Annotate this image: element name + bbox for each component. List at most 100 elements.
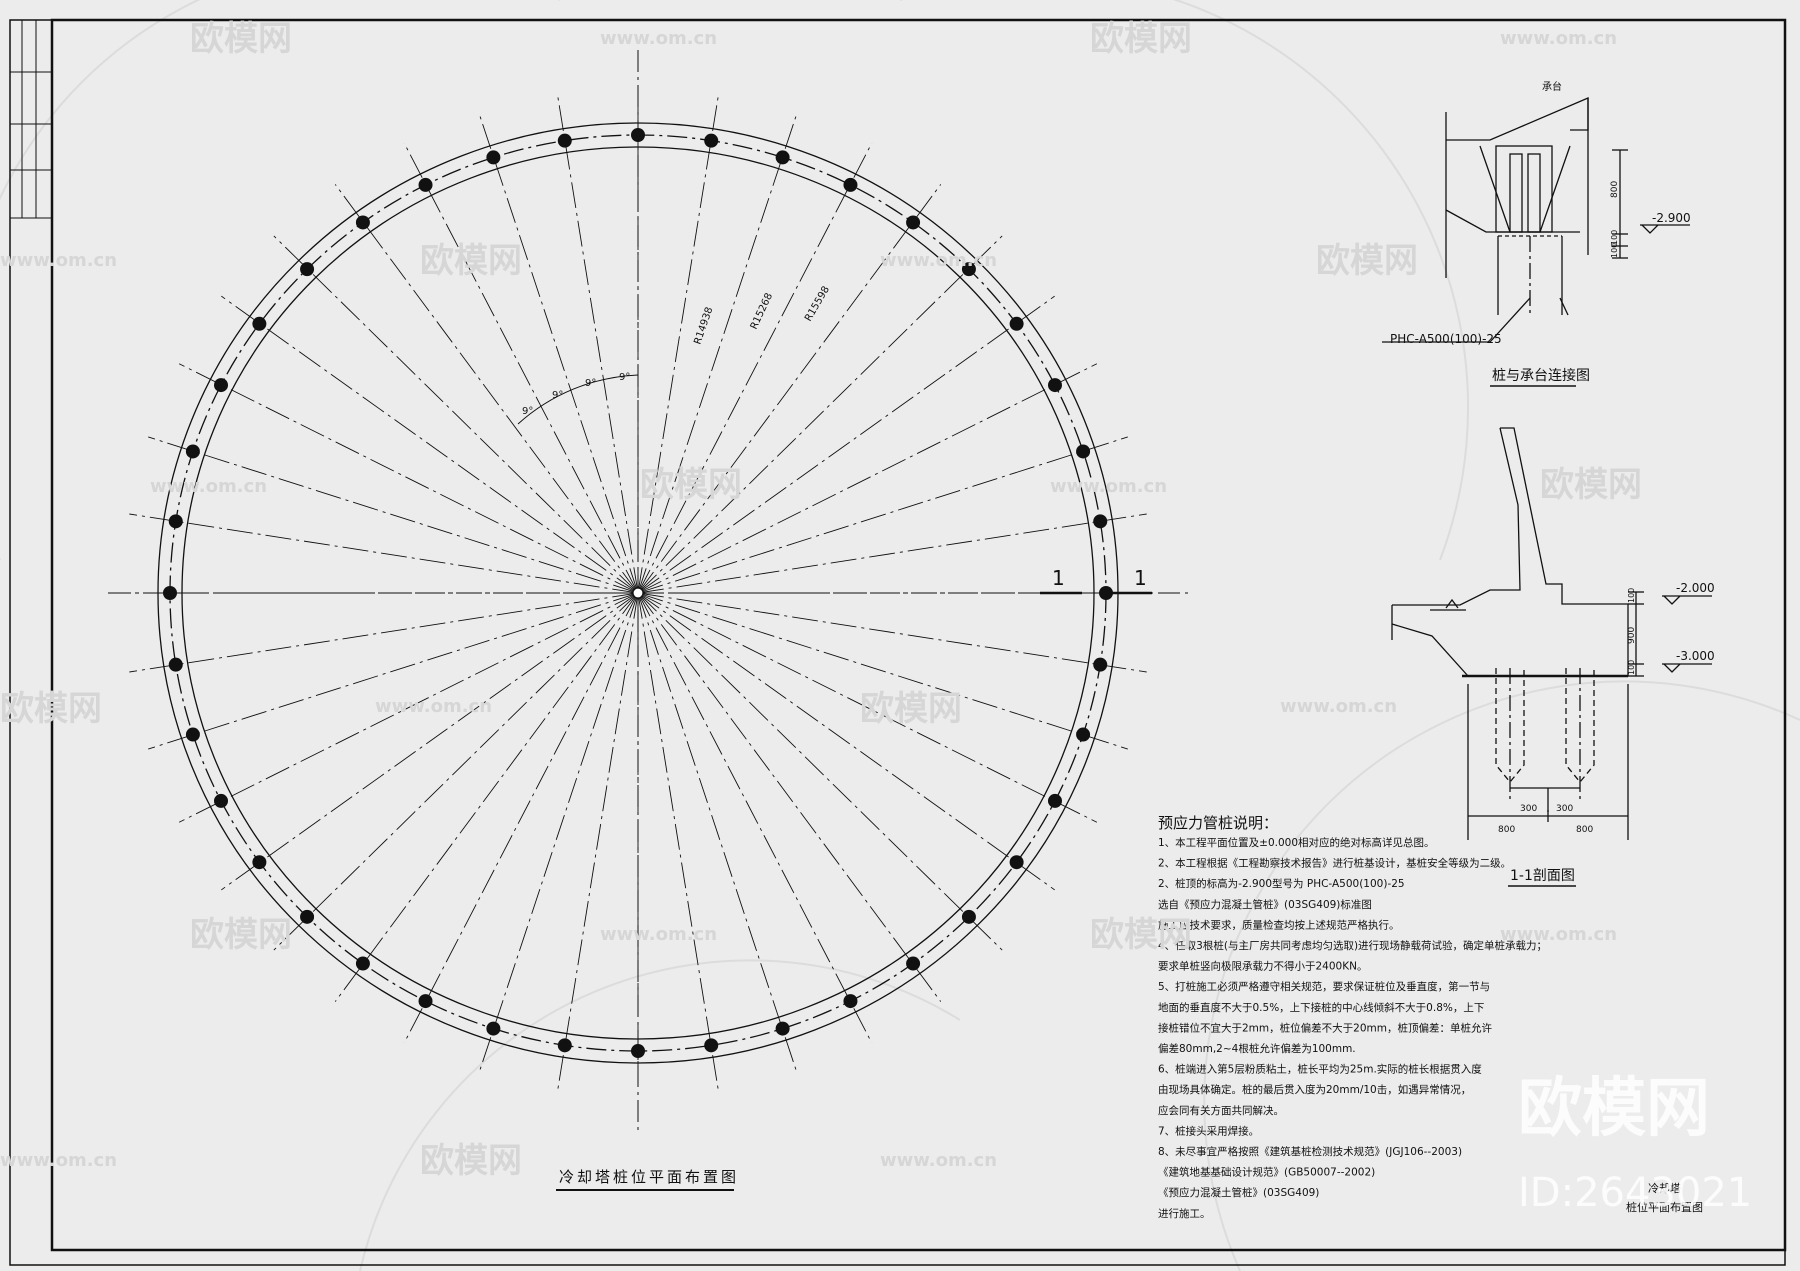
plan-piles — [163, 128, 1113, 1058]
pile-marker — [704, 1038, 719, 1053]
plan-ray — [478, 112, 639, 594]
watermark-brand-9: 欧模网 — [190, 915, 292, 955]
note-line: 2、桩顶的标高为-2.900型号为 PHC-A500(100)-25 — [1158, 877, 1405, 890]
pile-marker — [1047, 793, 1062, 808]
plan-ray — [178, 363, 639, 594]
plan-ray — [403, 592, 639, 1044]
note-line: 要求单桩竖向极限承载力不得小于2400KN。 — [1158, 960, 1367, 973]
plan-ray — [637, 363, 1098, 594]
pile-marker — [704, 133, 719, 148]
note-line: 5、打桩施工必须严格遵守相关规范，要求保证桩位及垂直度，第一节与 — [1158, 980, 1490, 993]
section-1-1-detail — [1391, 427, 1712, 840]
watermark-url-7: www.om.cn — [375, 696, 492, 717]
watermark-url-1: www.om.cn — [600, 28, 717, 49]
plan-ray — [637, 592, 942, 1002]
pile-marker — [418, 177, 433, 192]
section-dim-vertical-1: 100 — [1627, 588, 1636, 603]
watermark-brand-large: 欧模网 — [1518, 1072, 1710, 1146]
angle-label-2: 9° — [552, 390, 563, 401]
angle-label-4: 9° — [619, 372, 630, 383]
pile-marker — [185, 727, 200, 742]
watermarks: 欧模网 欧模网 www.om.cn www.om.cn 欧模网 欧模网 www.… — [0, 19, 1752, 1216]
section-level-top: -2.000 — [1676, 581, 1715, 595]
plan-ray — [556, 592, 639, 1092]
plan-ray — [637, 184, 942, 594]
plan-ray — [403, 142, 639, 594]
section-1-1-labels: -2.000 -3.000 100 900 100 300 300 800 80… — [1498, 581, 1715, 887]
design-notes: 预应力管桩说明： 1、本工程平面位置及±0.000相对应的绝对标高详见总图。 2、… — [1158, 814, 1547, 1220]
connection-dim-100a: 100 — [1610, 230, 1619, 245]
watermark-url-5: www.om.cn — [150, 476, 267, 497]
plan-ray — [637, 592, 1147, 673]
watermark-brand-8: 欧模网 — [860, 689, 962, 729]
plan-ray — [148, 592, 639, 750]
watermark-brand-6: 欧模网 — [1540, 465, 1642, 505]
pile-marker — [300, 909, 315, 924]
watermark-url-11: www.om.cn — [0, 1150, 117, 1171]
title-block-line-2: 桩位平面布置图 — [1626, 1200, 1703, 1214]
plan-ray — [221, 295, 639, 594]
pile-marker — [1093, 514, 1108, 529]
plan-ray — [221, 592, 639, 891]
pile-marker — [1076, 727, 1091, 742]
watermark-url-12: www.om.cn — [880, 1150, 997, 1171]
note-line: 4、任取3根桩(与主厂房共同考虑均匀选取)进行现场静载荷试验，确定单桩承载力； — [1158, 939, 1547, 952]
plan-ray — [637, 592, 1003, 951]
watermark-url-8: www.om.cn — [1280, 696, 1397, 717]
pile-marker — [961, 262, 976, 277]
note-line: 1、本工程平面位置及±0.000相对应的绝对标高详见总图。 — [1158, 836, 1435, 849]
pile-marker — [355, 956, 370, 971]
plan-ray — [637, 592, 720, 1092]
angle-label-3: 9° — [585, 378, 596, 389]
pile-marker — [906, 956, 921, 971]
watermark-url-10: www.om.cn — [1500, 924, 1617, 945]
watermark-url-3: www.om.cn — [0, 250, 117, 271]
pile-marker — [486, 150, 501, 165]
pile-marker — [557, 1038, 572, 1053]
watermark-url-4: www.om.cn — [880, 250, 997, 271]
watermark-url-2: www.om.cn — [1500, 28, 1617, 49]
note-line: 8、未尽事宜严格按照《建筑基桩检测技术规范》(JGJ106--2003) — [1158, 1145, 1462, 1158]
section-mark-left: 1 — [1052, 566, 1065, 590]
note-line: 地面的垂直度不大于0.5%，上下接桩的中心线倾斜不大于0.8%，上下 — [1158, 1001, 1484, 1014]
section-dim-inner-1: 300 — [1520, 804, 1537, 814]
note-line: 2、本工程根据《工程勘察技术报告》进行桩基设计，基桩安全等级为二级。 — [1158, 857, 1511, 870]
pile-marker — [1093, 657, 1108, 672]
section-level-bottom: -3.000 — [1676, 649, 1715, 663]
pile-marker — [775, 150, 790, 165]
watermark-brand-2: 欧模网 — [1090, 19, 1192, 59]
note-line: 施工应技术要求，质量检查均按上述规范严格执行。 — [1158, 918, 1400, 931]
watermark-brand-1: 欧模网 — [190, 19, 292, 59]
watermark-brand-4: 欧模网 — [1316, 241, 1418, 281]
pile-marker — [843, 994, 858, 1009]
pile-marker — [300, 262, 315, 277]
pile-marker — [843, 177, 858, 192]
connection-level: -2.900 — [1652, 211, 1691, 225]
cap-label: 承台 — [1542, 80, 1562, 93]
connection-detail-title: 桩与承台连接图 — [1492, 367, 1590, 384]
watermark-url-9: www.om.cn — [600, 924, 717, 945]
plan-ray — [273, 592, 639, 951]
plan-ray — [334, 184, 639, 594]
pile-marker — [557, 133, 572, 148]
pile-marker — [486, 1021, 501, 1036]
pile-marker — [168, 657, 183, 672]
plan-ray — [637, 592, 1098, 823]
note-line: 偏差80mm,2~4根桩允许偏差为100mm. — [1158, 1042, 1356, 1055]
pile-marker — [214, 793, 229, 808]
pile-marker — [418, 994, 433, 1009]
pile-type-label: PHC-A500(100)-25 — [1390, 332, 1502, 346]
plan-ray — [273, 235, 639, 594]
notes-title: 预应力管桩说明： — [1158, 814, 1278, 832]
pile-marker — [775, 1021, 790, 1036]
plan-ray — [637, 592, 873, 1044]
pile-marker — [214, 378, 229, 393]
pile-marker — [1047, 378, 1062, 393]
note-line: 《预应力混凝土管桩》(03SG409) — [1158, 1186, 1319, 1199]
connection-dim-800: 800 — [1610, 181, 1620, 198]
plan-ray — [637, 142, 873, 594]
plan-ray — [637, 436, 1128, 594]
plan-ray — [637, 513, 1147, 594]
